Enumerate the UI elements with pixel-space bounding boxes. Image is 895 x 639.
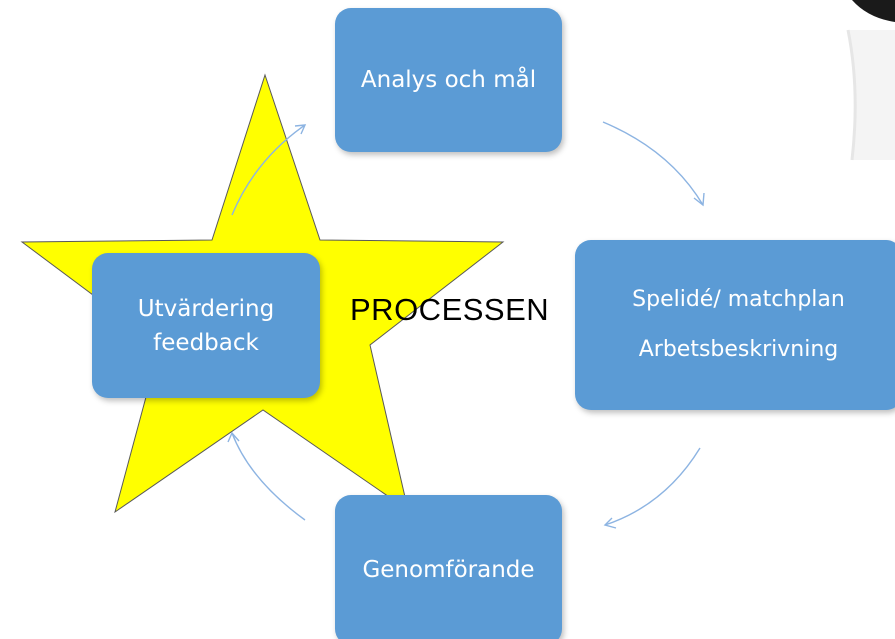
step-label-line: Analys och mål	[360, 67, 537, 93]
arrowhead-4	[294, 124, 307, 135]
step-label-line: Spelidé/ matchplan	[632, 287, 845, 312]
arrow-utvardering-to-analys	[231, 124, 306, 216]
arrow-genomforande-to-utvardering	[231, 432, 306, 521]
step-label-line: Arbetsbeskrivning	[638, 337, 839, 362]
arrowhead-2	[603, 517, 617, 529]
step-label-line: feedback	[153, 329, 259, 356]
arrow-spelide-to-genomforande	[604, 447, 701, 526]
corner-image	[846, 0, 895, 161]
step-box-utvardering: Utvärdering feedback	[92, 253, 320, 398]
arrow-analys-to-spelide	[602, 121, 704, 206]
arrowhead-1	[693, 192, 705, 207]
step-label-line: Genomförande	[362, 557, 535, 583]
center-label: PROCESSEN	[350, 292, 550, 327]
step-box-analys: Analys och mål	[335, 8, 562, 152]
arrowhead-3	[227, 431, 240, 443]
step-label-line: Utvärdering	[137, 295, 275, 322]
step-box-spelide: Spelidé/ matchplan Arbetsbeskrivning	[575, 240, 895, 410]
step-box-genomforande: Genomförande	[335, 495, 562, 639]
